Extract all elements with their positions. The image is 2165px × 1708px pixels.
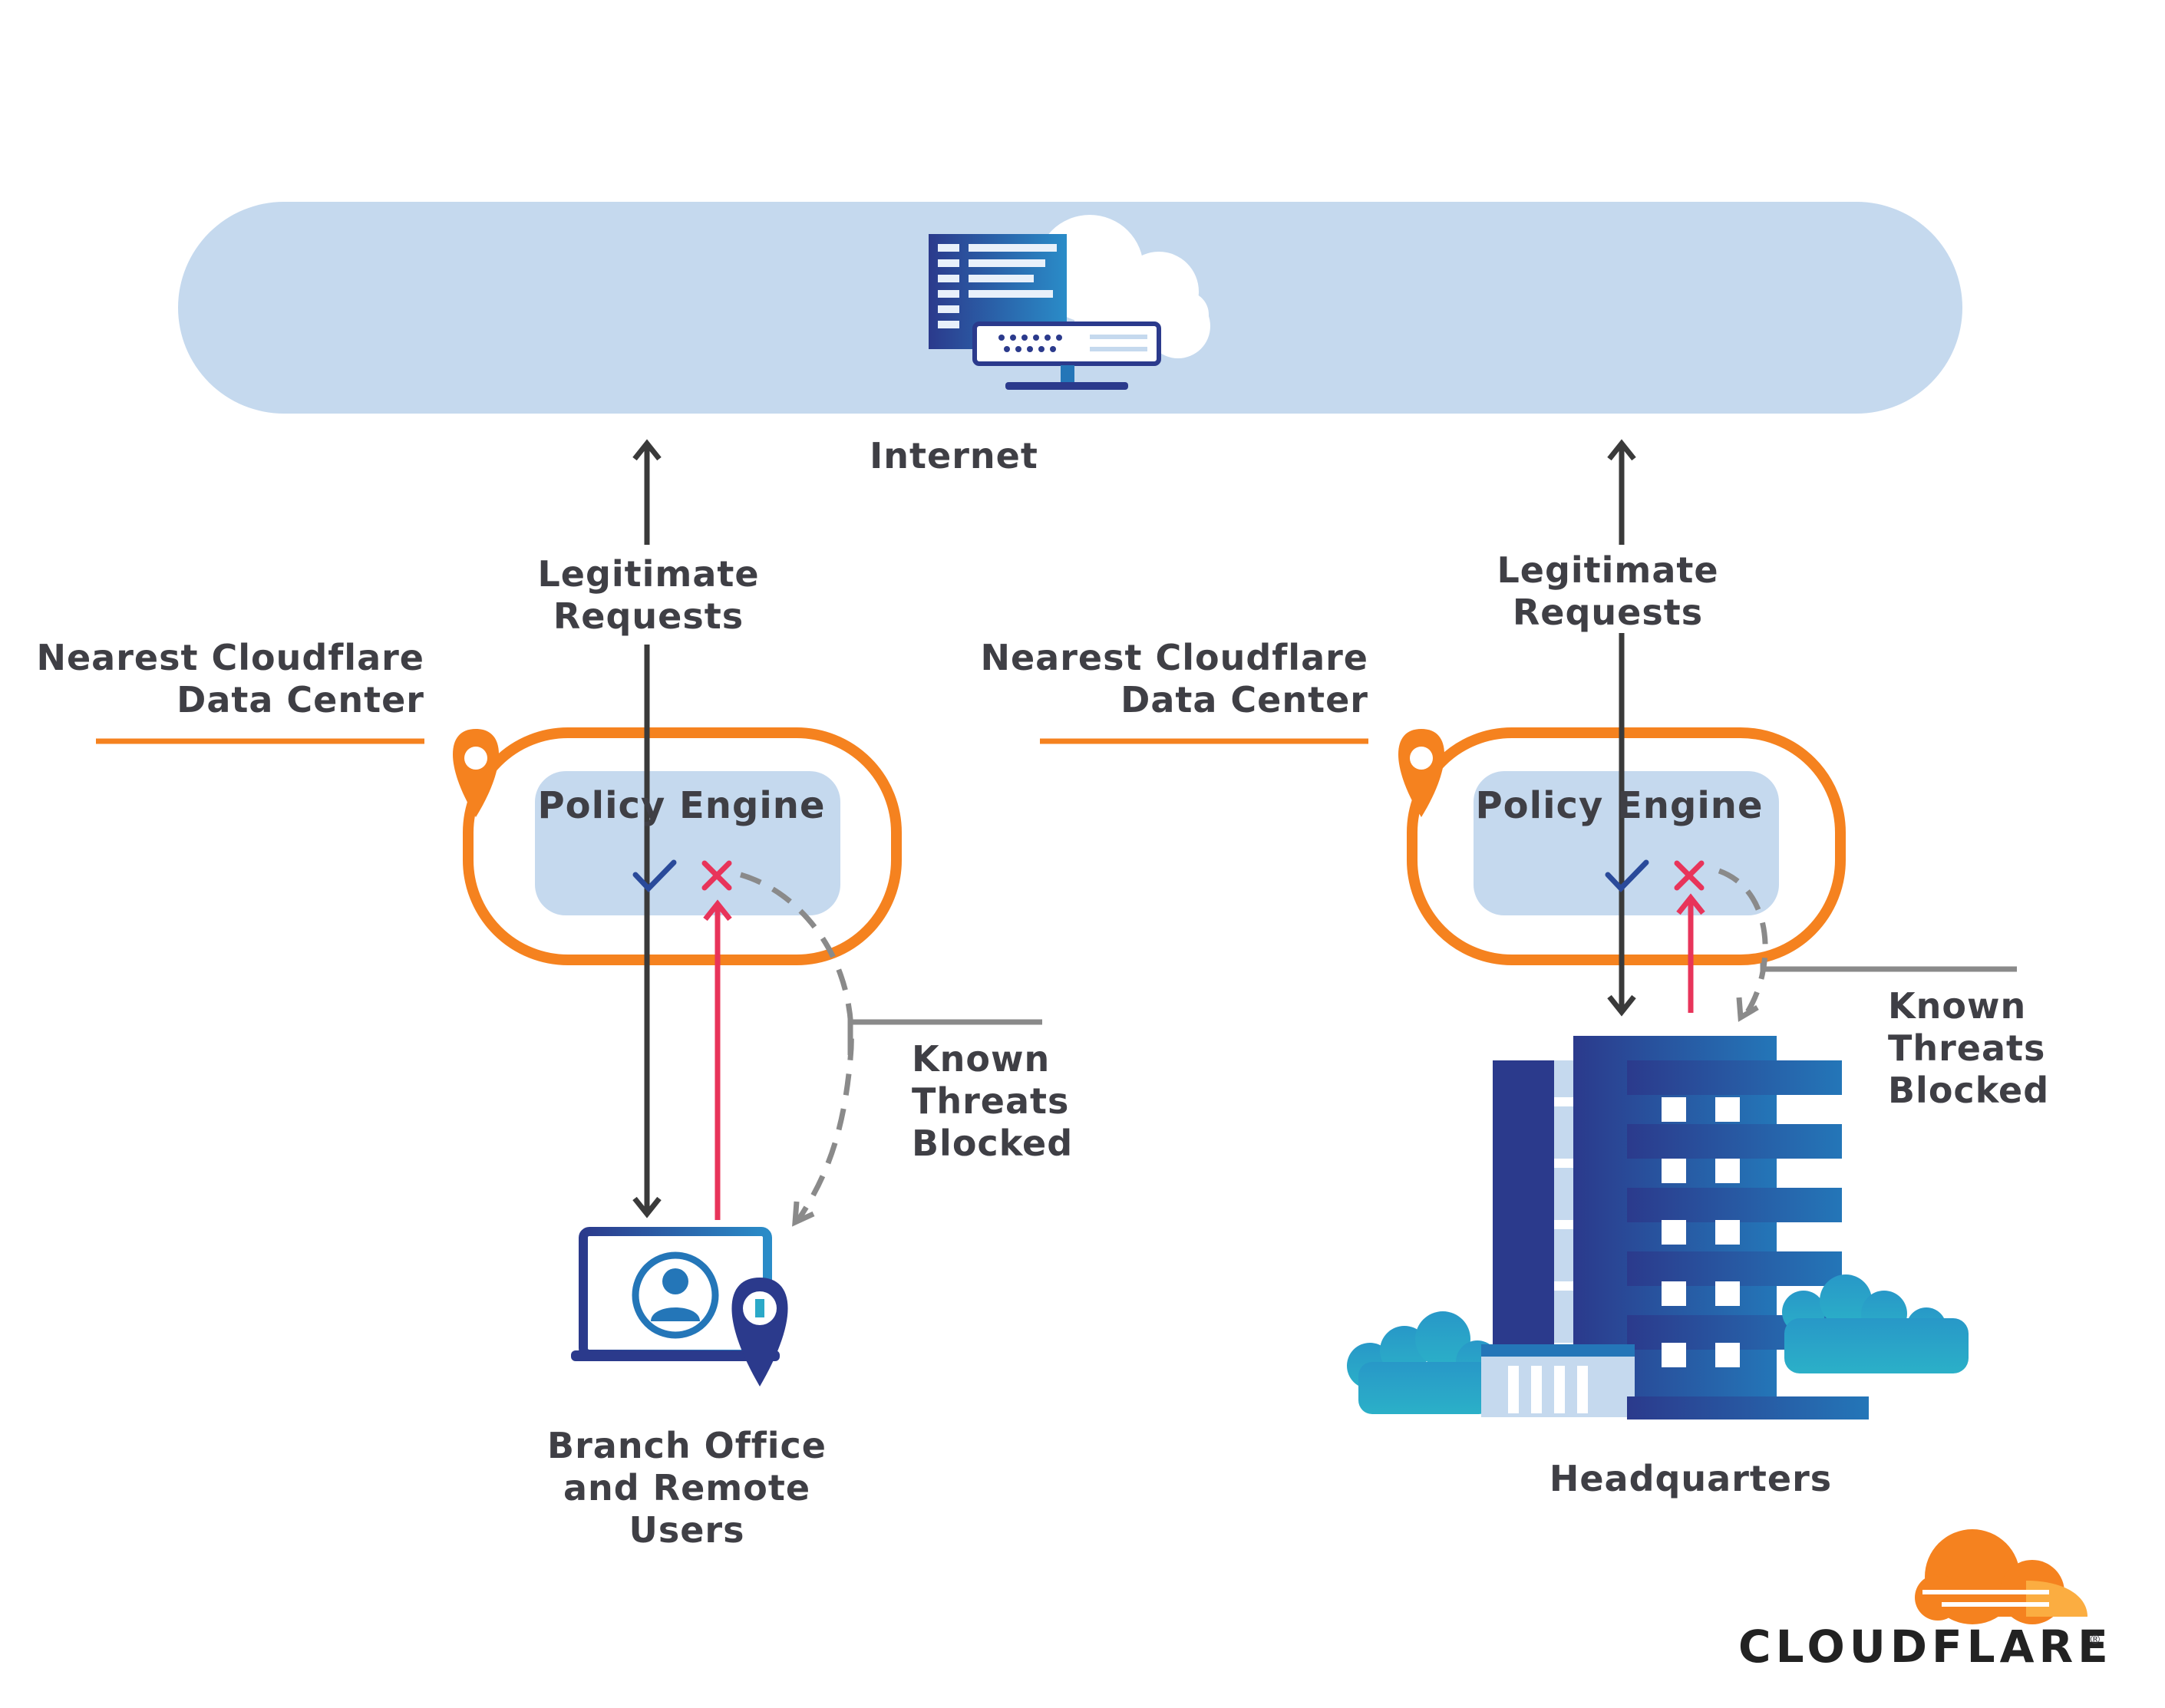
left-threats-leader	[847, 1019, 1042, 1055]
cloudflare-logo-text: CLOUDFLARE	[1738, 1621, 2113, 1673]
left-dc-label-line2: Data Center	[177, 679, 424, 720]
down-arrowhead-icon	[1607, 994, 1636, 1017]
x-icon	[701, 860, 732, 891]
right-policy-engine-label: Policy Engine	[1475, 784, 1763, 827]
location-pin-icon	[1398, 729, 1444, 817]
right-threats-leader	[1760, 963, 2017, 972]
internet-label: Internet	[870, 435, 1038, 476]
x-icon	[1674, 860, 1705, 891]
checkmark-icon	[1605, 859, 1649, 893]
right-legit-label-line2: Requests	[1513, 592, 1703, 633]
right-dc-label-line2: Data Center	[1120, 679, 1368, 720]
left-dc-label-line1: Nearest Cloudflare	[36, 637, 424, 678]
location-pin-icon	[453, 729, 499, 817]
headquarters-label: Headquarters	[1549, 1458, 1832, 1499]
right-threat-deflect-path	[1718, 868, 1768, 1016]
branch-label-line2: and Remote	[563, 1467, 810, 1509]
left-legit-label-line1: Legitimate	[537, 553, 759, 595]
left-legit-label-line2: Requests	[553, 595, 744, 637]
tree-icon	[1782, 1274, 1969, 1373]
branch-label-line3: Users	[629, 1509, 745, 1551]
up-arrowhead-icon	[1676, 893, 1705, 915]
user-icon	[632, 1251, 719, 1339]
laptop-icon	[571, 1227, 780, 1361]
checkmark-icon	[632, 859, 677, 893]
server-icon	[929, 234, 1161, 390]
registered-mark: ®	[2089, 1632, 2101, 1647]
right-policy-engine-box	[1474, 771, 1779, 915]
up-arrowhead-icon	[703, 899, 732, 922]
right-threats-label-line1: Known	[1888, 985, 2026, 1027]
up-arrowhead-icon	[632, 439, 662, 461]
left-threats-label-line3: Blocked	[912, 1123, 1073, 1164]
down-arrowhead-icon	[1736, 997, 1759, 1022]
location-pin-icon	[731, 1278, 788, 1387]
left-threats-label-line2: Threats	[912, 1080, 1069, 1122]
right-legit-label-line1: Legitimate	[1497, 549, 1718, 591]
branch-label-line1: Branch Office	[547, 1425, 827, 1466]
left-policy-engine-label: Policy Engine	[537, 784, 825, 827]
right-threats-label-line3: Blocked	[1888, 1070, 2049, 1111]
tree-icon	[1347, 1311, 1499, 1414]
right-dc-label-line1: Nearest Cloudflare	[980, 637, 1368, 678]
building-icon	[1347, 1036, 1969, 1419]
left-threats-label-line1: Known	[912, 1038, 1050, 1080]
down-arrowhead-icon	[792, 1201, 815, 1227]
left-policy-engine-box	[535, 771, 840, 915]
down-arrowhead-icon	[632, 1196, 662, 1218]
up-arrowhead-icon	[1607, 439, 1636, 461]
right-threats-label-line2: Threats	[1888, 1027, 2045, 1069]
cloudflare-logo-icon	[1915, 1529, 2087, 1624]
